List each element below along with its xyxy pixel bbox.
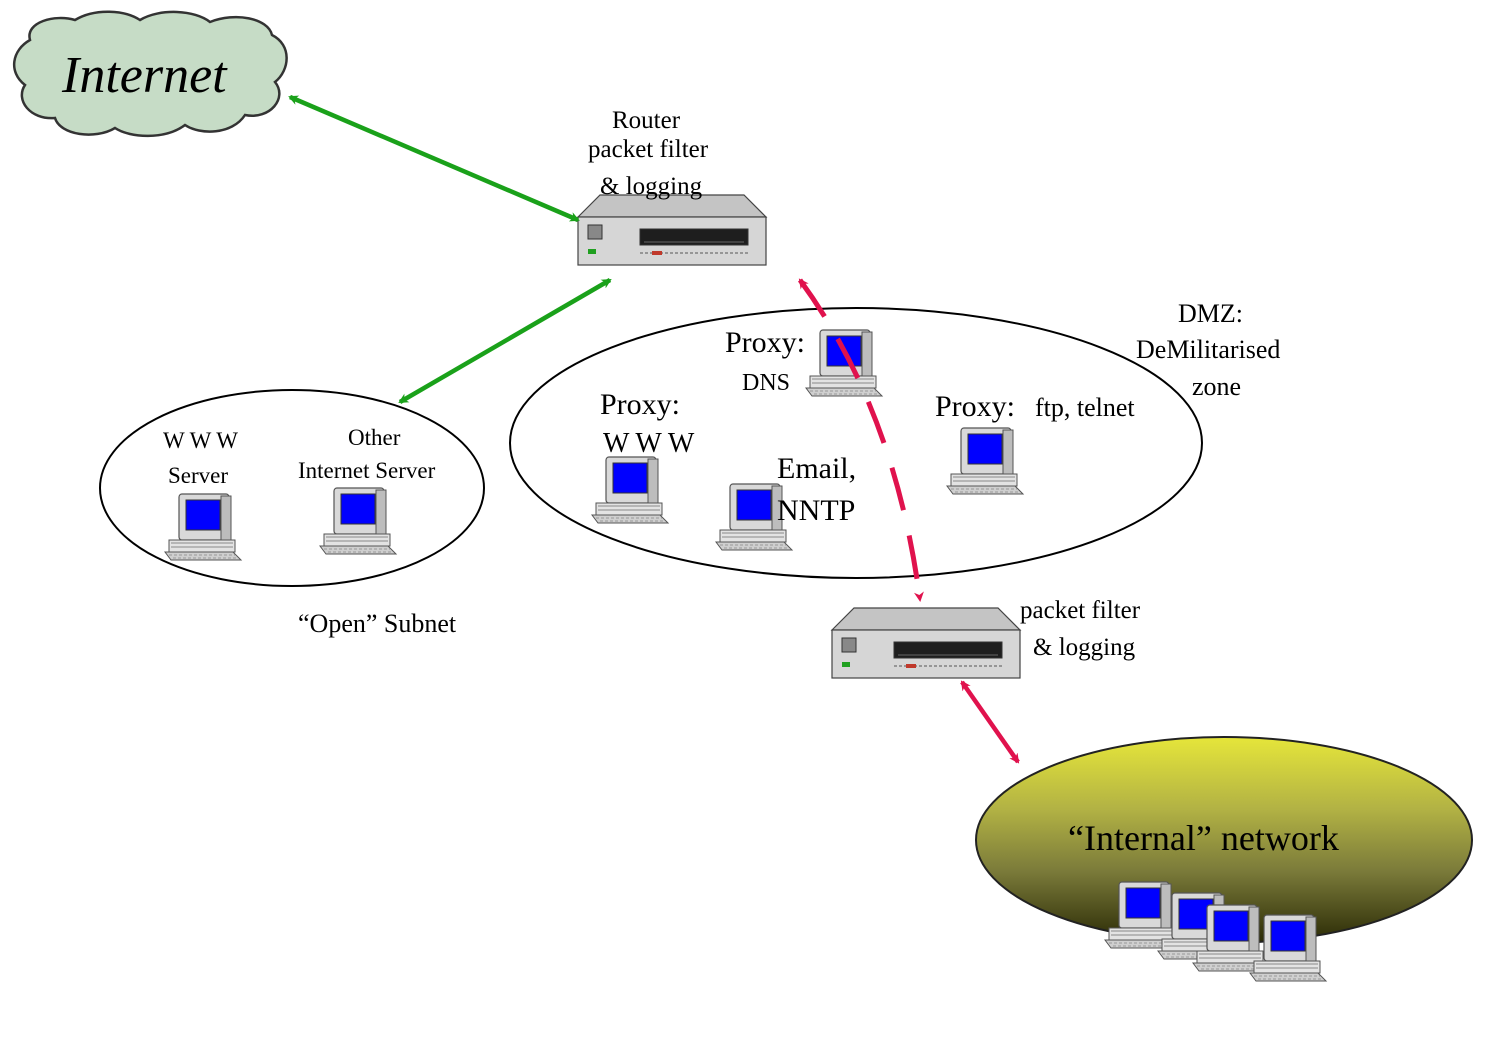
filter-internal-link	[960, 680, 1020, 764]
proxy-dns-sub: DNS	[742, 370, 790, 396]
internet-router-link	[288, 94, 580, 223]
proxy-www-sub: W W W	[603, 428, 695, 459]
proxy-ftp-computer	[946, 427, 1024, 495]
www-server-label-2: Server	[168, 463, 228, 488]
proxy-www-computer	[591, 456, 669, 524]
proxy-dns-computer	[805, 329, 883, 397]
dmz-label-3: zone	[1192, 372, 1241, 401]
router-open-subnet-link	[398, 278, 612, 404]
www-server-label-1: W W W	[163, 428, 238, 453]
other-server-computer	[319, 487, 397, 555]
internal-network-label: “Internal” network	[1068, 818, 1339, 858]
proxy-ftp-title: Proxy:	[935, 390, 1015, 423]
other-server-label-1: Other	[348, 425, 401, 450]
dmz-label-2: DeMilitarised	[1136, 335, 1280, 364]
router-filter-link	[797, 278, 924, 602]
dmz-label-1: DMZ:	[1178, 299, 1243, 328]
proxy-ftp-sub: ftp, telnet	[1035, 393, 1135, 422]
proxy-www-title: Proxy:	[600, 388, 680, 421]
open-subnet-ellipse	[99, 389, 485, 587]
email-label-2: NNTP	[777, 494, 855, 527]
filter2-label-2: & logging	[1033, 634, 1136, 661]
proxy-dns-title: Proxy:	[725, 326, 805, 359]
internet-label: Internet	[61, 47, 228, 104]
router-label-2: packet filter	[588, 136, 709, 163]
filter2-label-1: packet filter	[1020, 597, 1141, 624]
internet-cloud	[12, 10, 288, 138]
open-subnet-label: “Open” Subnet	[298, 609, 457, 638]
internal-filter-box	[831, 607, 1021, 679]
email-label-1: Email,	[777, 452, 856, 485]
router-label-1: Router	[612, 107, 681, 134]
other-server-label-2: Internet Server	[298, 458, 436, 483]
router-box	[577, 194, 767, 266]
www-server-computer	[164, 493, 242, 561]
router-label-3: & logging	[600, 173, 703, 200]
